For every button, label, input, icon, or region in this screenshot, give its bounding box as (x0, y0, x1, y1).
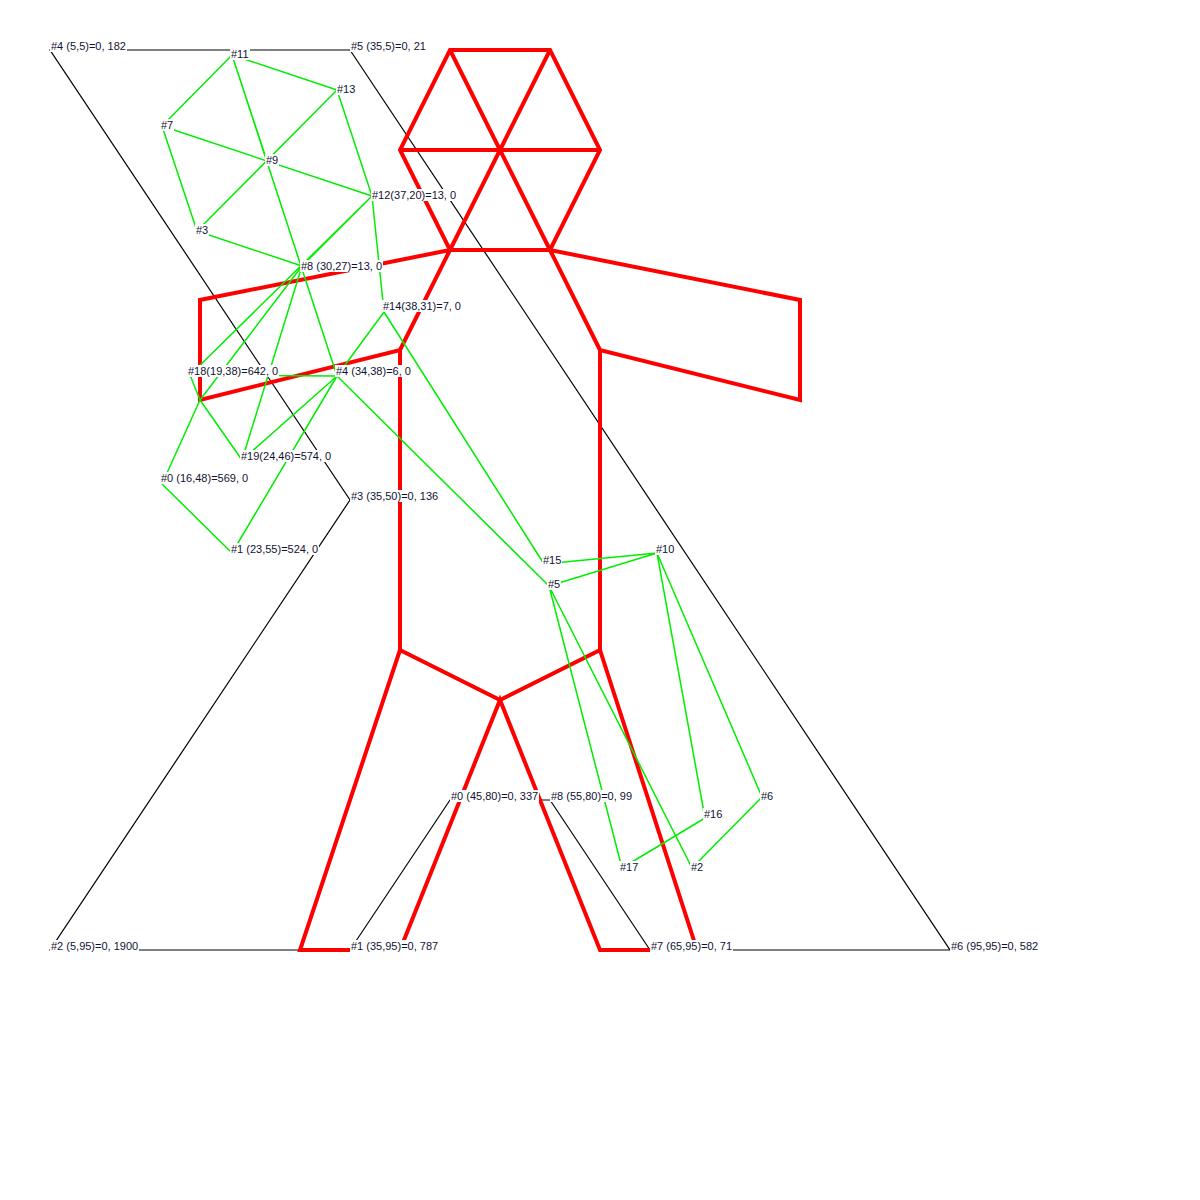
point-label: #8 (30,27)=13, 0 (300, 260, 383, 272)
mesh-lines (162, 55, 762, 868)
vertex-label: #5 (35,5)=0, 21 (350, 40, 427, 52)
point-label: #15 (542, 554, 562, 566)
vertex-label: #3 (35,50)=0, 136 (350, 490, 439, 502)
vertex-label: #4 (5,5)=0, 182 (50, 40, 127, 52)
point-label: #19(24,46)=574, 0 (240, 450, 332, 462)
vertex-label: #6 (95,95)=0, 582 (950, 940, 1039, 952)
point-label: #17 (619, 861, 639, 873)
point-label: #0 (16,48)=569, 0 (160, 472, 249, 484)
robot-figure (200, 50, 800, 950)
vertex-label: #8 (55,80)=0, 99 (550, 790, 633, 802)
vertex-label: #0 (45,80)=0, 337 (450, 790, 539, 802)
point-label: #6 (760, 790, 774, 802)
point-label: #2 (690, 861, 704, 873)
point-label: #13 (336, 83, 356, 95)
point-label: #18(19,38)=642, 0 (187, 365, 279, 377)
point-label: #10 (655, 543, 675, 555)
point-label: #3 (195, 224, 209, 236)
point-label: #7 (160, 119, 174, 131)
point-label: #1 (23,55)=524, 0 (230, 543, 319, 555)
point-label: #14(38,31)=7, 0 (382, 300, 462, 312)
point-label: #11 (230, 48, 250, 60)
point-label: #4 (34,38)=6, 0 (335, 365, 412, 377)
vertex-label: #1 (35,95)=0, 787 (350, 940, 439, 952)
vertex-label: #2 (5,95)=0, 1900 (50, 940, 139, 952)
point-label: #12(37,20)=13, 0 (371, 189, 457, 201)
point-label: #9 (265, 154, 279, 166)
point-label: #16 (703, 808, 723, 820)
point-label: #5 (547, 578, 561, 590)
outline-polygon (50, 50, 950, 950)
vertex-label: #7 (65,95)=0, 71 (650, 940, 733, 952)
